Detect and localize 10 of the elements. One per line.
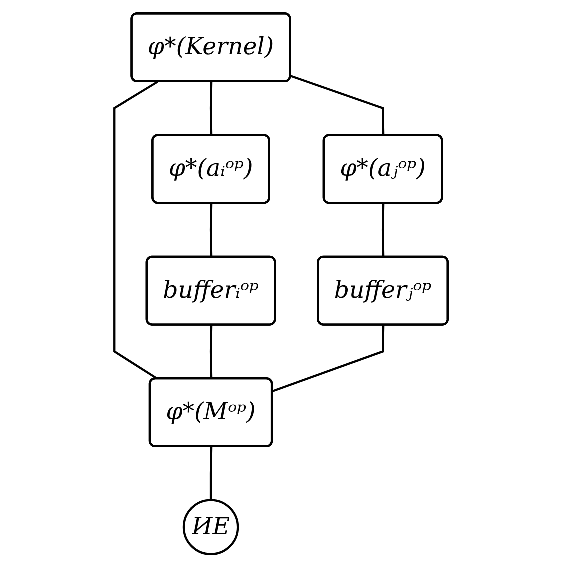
connector [210,325,213,380]
connector [114,81,159,380]
diagram: φ*(Kernel) φ*(aᵢᵒᵖ) φ*(aⱼᵒᵖ) bufferᵢᵒᵖ bufferⱼᵒᵖ φ*(Mᵒᵖ) ИЕ [106,5,457,563]
connector [210,82,213,136]
connector [382,204,385,258]
connector [210,204,213,258]
connector [290,75,385,136]
connector [210,446,213,500]
connector [272,325,385,392]
node-circle [183,499,240,556]
